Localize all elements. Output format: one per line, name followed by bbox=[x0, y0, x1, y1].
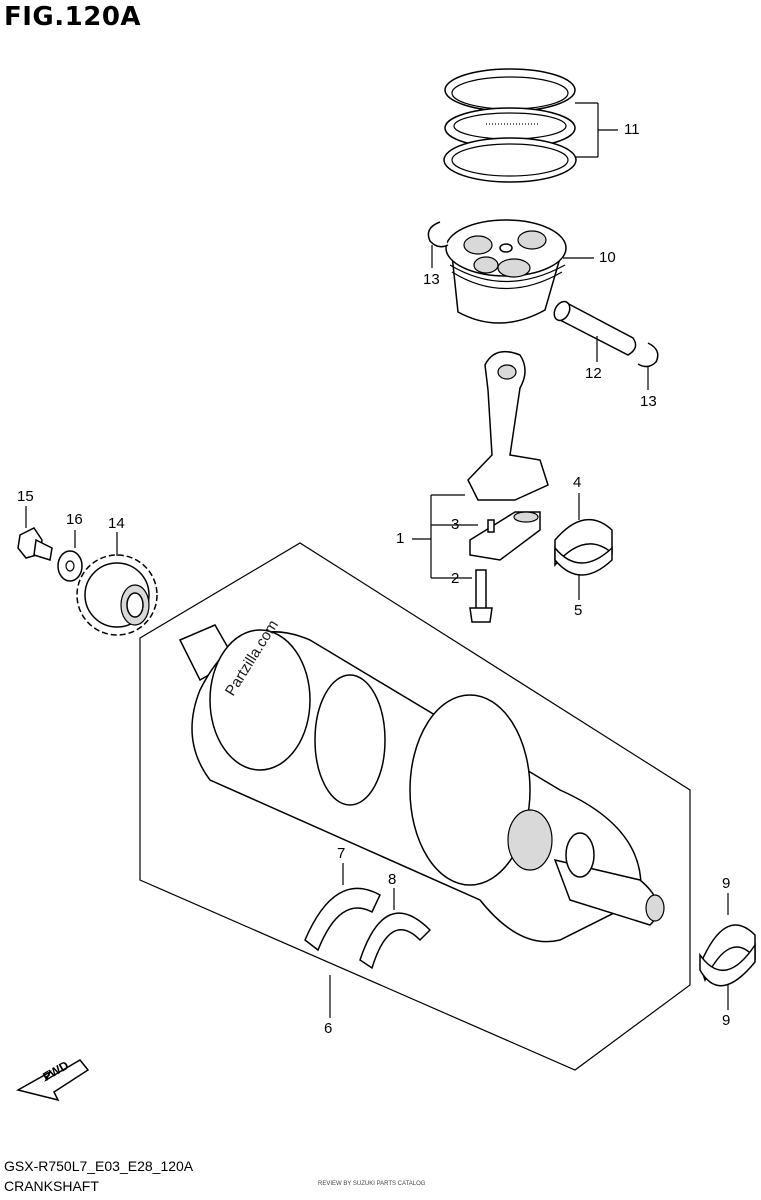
callout-1: 1 bbox=[396, 530, 405, 547]
fwd-arrow-icon bbox=[15, 1059, 90, 1102]
callout-11: 11 bbox=[624, 121, 640, 138]
callout-6: 6 bbox=[324, 1020, 333, 1037]
callout-9-top: 9 bbox=[722, 875, 731, 892]
callout-15: 15 bbox=[17, 488, 34, 505]
crankshaft bbox=[178, 624, 665, 943]
piston-pin bbox=[553, 300, 637, 362]
callout-13-right: 13 bbox=[640, 393, 657, 410]
figure-title: FIG.120A bbox=[4, 2, 142, 32]
piston-pin-circlips bbox=[427, 221, 659, 390]
conrod-bearing bbox=[554, 493, 613, 600]
callout-4: 4 bbox=[573, 474, 582, 491]
crank-bearing bbox=[699, 893, 756, 1010]
callout-13-left: 13 bbox=[423, 271, 440, 288]
callout-3: 3 bbox=[451, 516, 460, 533]
model-code: GSX-R750L7_E03_E28_120A bbox=[4, 1158, 194, 1174]
callout-7: 7 bbox=[337, 845, 346, 862]
piston bbox=[445, 219, 594, 324]
callout-5: 5 bbox=[574, 602, 583, 619]
washer bbox=[57, 530, 83, 582]
callout-16: 16 bbox=[66, 511, 83, 528]
sprocket-bolt bbox=[17, 506, 53, 561]
connecting-rod bbox=[412, 350, 549, 579]
piston-rings bbox=[443, 68, 618, 183]
callout-14: 14 bbox=[108, 515, 125, 532]
callout-9-bottom: 9 bbox=[722, 1012, 731, 1029]
cam-drive-sprocket bbox=[76, 532, 158, 636]
section-name: CRANKSHAFT bbox=[4, 1178, 99, 1194]
callout-2: 2 bbox=[451, 570, 460, 587]
callout-8: 8 bbox=[388, 871, 397, 888]
fine-print: REVIEW BY SUZUKI PARTS CATALOG bbox=[318, 1181, 426, 1187]
conrod-bolt bbox=[469, 569, 493, 623]
crank-main-bearing bbox=[304, 863, 432, 1018]
callout-10: 10 bbox=[599, 249, 616, 266]
callout-12: 12 bbox=[585, 365, 602, 382]
crankshaft-group-frame bbox=[139, 542, 691, 1071]
